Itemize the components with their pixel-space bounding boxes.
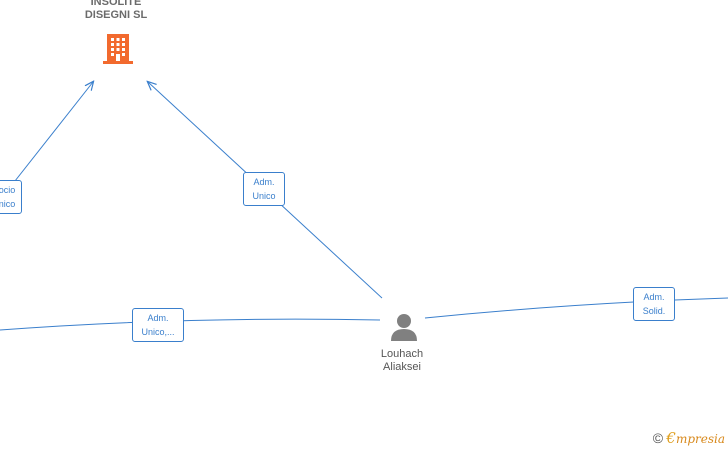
empresia-logo: €mpresia	[666, 429, 725, 447]
edge-label-adm-unico-trunc-line1: Adm.	[147, 313, 169, 323]
edge-label-adm-solid-line1: Adm.	[643, 292, 665, 302]
edge-label-adm-unico[interactable]: Adm. Unico	[243, 172, 285, 206]
edge-label-adm-unico-line1: Adm.	[253, 177, 275, 187]
empresia-logo-text: mpresia	[675, 432, 725, 446]
person-name[interactable]: Louhach Aliaksei	[352, 348, 452, 374]
edge-person-to-right[interactable]	[424, 297, 728, 319]
company-name-line2: DISEGNI SL	[84, 9, 148, 21]
copyright-symbol: ©	[652, 430, 664, 446]
edge-label-left-partial-line1: ocio	[0, 185, 16, 195]
person-icon[interactable]	[389, 312, 419, 342]
edge-label-adm-solid-line2: Solid.	[642, 306, 666, 316]
edge-left-to-person[interactable]	[0, 318, 381, 331]
empresia-logo-initial: €	[666, 429, 676, 447]
empresia-watermark[interactable]: © €mpresia	[653, 429, 725, 447]
building-icon[interactable]	[102, 31, 134, 65]
person-name-line1: Louhach	[380, 348, 424, 360]
edge-label-adm-solid[interactable]: Adm. Solid.	[633, 287, 675, 321]
company-name-line1: INSOLITE	[90, 0, 142, 8]
person-name-line2: Aliaksei	[383, 361, 421, 373]
edge-label-left-partial-line2: nico	[0, 199, 16, 209]
company-name[interactable]: INSOLITE DISEGNI SL	[68, 0, 164, 22]
edge-label-left-partial[interactable]: ocio nico	[0, 180, 22, 214]
edge-label-adm-unico-line2: Unico	[252, 191, 276, 201]
edge-label-adm-unico-trunc-line2: Unico,...	[141, 327, 175, 337]
edge-label-adm-unico-trunc[interactable]: Adm. Unico,...	[132, 308, 184, 342]
